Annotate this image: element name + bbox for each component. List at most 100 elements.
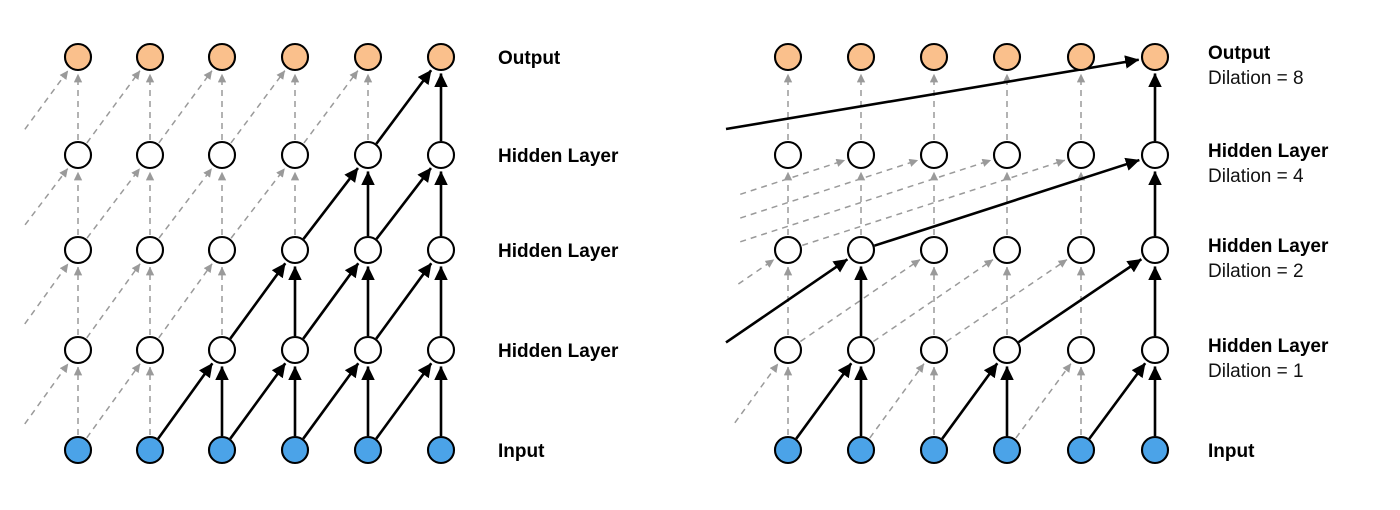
node-input <box>1140 435 1170 465</box>
node-input <box>846 435 876 465</box>
active-dilated-connection <box>1017 258 1143 344</box>
inactive-dilated-connection <box>86 168 141 239</box>
node-hidden3 <box>426 140 456 170</box>
active-dilated-connection <box>302 262 360 340</box>
node-hidden2 <box>63 235 93 265</box>
node-hidden3 <box>919 140 949 170</box>
node-hidden3 <box>135 140 165 170</box>
node-hidden2 <box>353 235 383 265</box>
node-hidden1 <box>280 335 310 365</box>
nodes-layer <box>63 42 1170 465</box>
node-input <box>353 435 383 465</box>
node-hidden1 <box>773 335 803 365</box>
node-input <box>919 435 949 465</box>
active-dilated-connection <box>1088 362 1147 440</box>
active-dilated-connection <box>795 362 853 440</box>
active-dilated-connection <box>375 262 433 340</box>
inactive-offscreen-connection <box>24 263 69 325</box>
node-hidden1 <box>1140 335 1170 365</box>
node-input <box>280 435 310 465</box>
node-output <box>280 42 310 72</box>
node-hidden2 <box>1140 235 1170 265</box>
node-hidden1 <box>1066 335 1096 365</box>
node-output <box>992 42 1022 72</box>
inactive-dilated-connection <box>158 263 213 339</box>
node-hidden3 <box>773 140 803 170</box>
node-hidden1 <box>135 335 165 365</box>
active-dilated-connection <box>375 362 433 440</box>
active-dilated-connection <box>375 167 432 240</box>
node-hidden3 <box>1066 140 1096 170</box>
node-hidden3 <box>846 140 876 170</box>
node-input <box>207 435 237 465</box>
active-offscreen-connection <box>725 55 1140 131</box>
node-hidden3 <box>353 140 383 170</box>
node-output <box>773 42 803 72</box>
node-input <box>135 435 165 465</box>
layer-label-hidden1: Hidden Layer <box>1208 336 1329 357</box>
dilation-label-output: Dilation = 8 <box>1208 68 1304 89</box>
node-hidden2 <box>1066 235 1096 265</box>
node-hidden2 <box>207 235 237 265</box>
inactive-dilated-connection <box>799 258 921 343</box>
inactive-offscreen-connection <box>740 158 919 219</box>
node-input <box>426 435 456 465</box>
node-hidden1 <box>919 335 949 365</box>
dilation-label-hidden1: Dilation = 1 <box>1208 361 1304 382</box>
layer-label-input: Input <box>498 441 545 462</box>
node-output <box>135 42 165 72</box>
node-output <box>63 42 93 72</box>
node-input <box>1066 435 1096 465</box>
inactive-dilated-connection <box>86 263 141 339</box>
node-output <box>919 42 949 72</box>
node-hidden1 <box>63 335 93 365</box>
node-hidden2 <box>992 235 1022 265</box>
inactive-dilated-connection <box>86 70 141 144</box>
node-hidden3 <box>63 140 93 170</box>
layer-label-hidden3: Hidden Layer <box>498 146 619 167</box>
inactive-dilated-connection <box>945 258 1068 343</box>
inactive-offscreen-connection <box>737 258 775 285</box>
node-hidden2 <box>135 235 165 265</box>
active-dilated-connection <box>229 362 287 440</box>
inactive-dilated-connection <box>230 168 286 239</box>
inactive-dilated-connection <box>802 158 1066 247</box>
inactive-offscreen-connection <box>24 363 69 425</box>
node-hidden1 <box>353 335 383 365</box>
dilation-label-hidden2: Dilation = 2 <box>1208 261 1304 282</box>
node-input <box>63 435 93 465</box>
inactive-dilated-connection <box>869 363 925 439</box>
node-output <box>207 42 237 72</box>
node-output <box>426 42 456 72</box>
inactive-dilated-connection <box>303 70 359 144</box>
active-dilated-connection <box>157 362 214 440</box>
inactive-dilated-connection <box>230 70 286 144</box>
active-dilated-connection <box>375 69 433 145</box>
node-output <box>846 42 876 72</box>
active-dilated-connection <box>941 362 999 440</box>
inactive-offscreen-connection <box>24 70 69 130</box>
inactive-dilated-connection <box>158 70 213 144</box>
inactive-offscreen-connection <box>24 168 69 226</box>
node-hidden2 <box>280 235 310 265</box>
layer-label-output: Output <box>498 48 561 69</box>
node-hidden1 <box>846 335 876 365</box>
inactive-dilated-connection <box>1015 363 1072 439</box>
layer-label-output: Output <box>1208 43 1271 64</box>
inactive-offscreen-connection <box>740 158 846 195</box>
active-dilated-connection <box>229 262 287 340</box>
node-hidden3 <box>992 140 1022 170</box>
inactive-offscreen-connection <box>740 158 992 243</box>
inactive-dilated-connection <box>158 168 213 239</box>
node-hidden2 <box>846 235 876 265</box>
dilation-label-hidden3: Dilation = 4 <box>1208 166 1304 187</box>
inactive-offscreen-connection <box>734 363 779 424</box>
active-dilated-connection <box>873 157 1140 247</box>
layer-label-hidden3: Hidden Layer <box>1208 141 1329 162</box>
inactive-dilated-connection <box>86 363 141 439</box>
node-input <box>773 435 803 465</box>
node-hidden3 <box>1140 140 1170 170</box>
layer-label-hidden2: Hidden Layer <box>498 241 619 262</box>
